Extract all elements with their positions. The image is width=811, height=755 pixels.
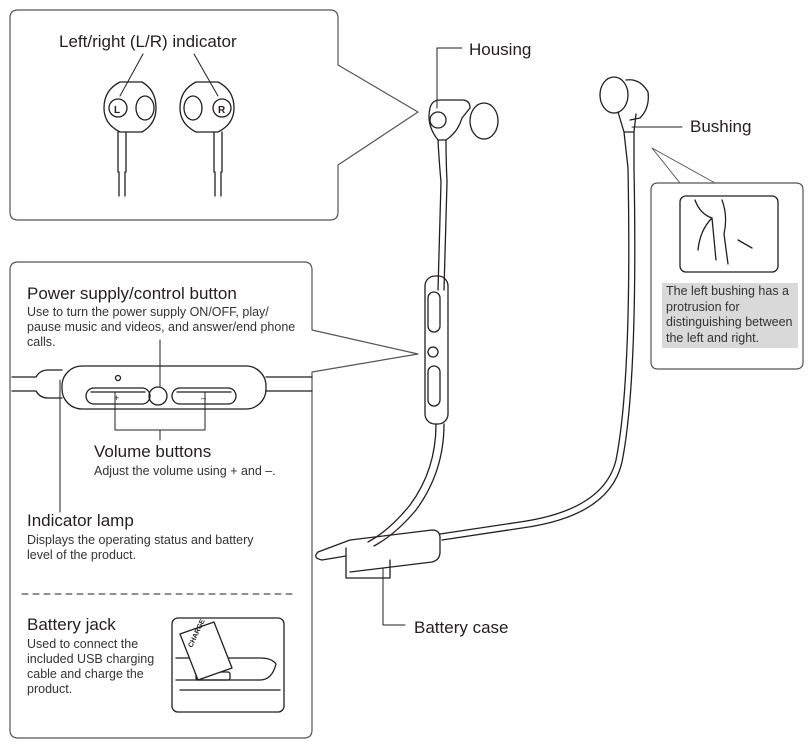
- bushing-note: The left bushing has a protrusion for di…: [662, 283, 798, 348]
- left-earphone: [428, 99, 499, 291]
- right-earpiece-closeup: [179, 81, 235, 197]
- bushing-label: Bushing: [690, 117, 752, 136]
- battery-case: [315, 529, 441, 579]
- volume-title: Volume buttons: [94, 442, 212, 461]
- right-mark: R: [218, 105, 226, 116]
- indicator-lamp-title: Indicator lamp: [27, 511, 134, 530]
- right-earphone: [439, 76, 649, 541]
- svg-text:–: –: [201, 393, 206, 403]
- left-earpiece-closeup: [103, 81, 157, 197]
- housing-label: Housing: [469, 40, 532, 59]
- battery-case-label: Battery case: [414, 618, 509, 637]
- remote-callout: [9, 261, 419, 739]
- bushing-callout: [650, 147, 804, 370]
- svg-text:+: +: [114, 393, 119, 403]
- battery-jack-title: Battery jack: [27, 615, 116, 634]
- volume-desc: Adjust the volume using + and –.: [94, 464, 276, 478]
- indicator-lamp-desc: Displays the operating status and batter…: [27, 533, 254, 562]
- power-button-desc: Use to turn the power supply ON/OFF, pla…: [27, 305, 296, 349]
- lr-indicator-callout: [9, 9, 419, 221]
- inline-remote: [367, 275, 449, 547]
- power-button-title: Power supply/control button: [27, 284, 237, 303]
- left-mark: L: [114, 105, 120, 116]
- battery-jack-desc: Used to connect the included USB chargin…: [27, 637, 155, 696]
- lr-indicator-label: Left/right (L/R) indicator: [59, 32, 237, 51]
